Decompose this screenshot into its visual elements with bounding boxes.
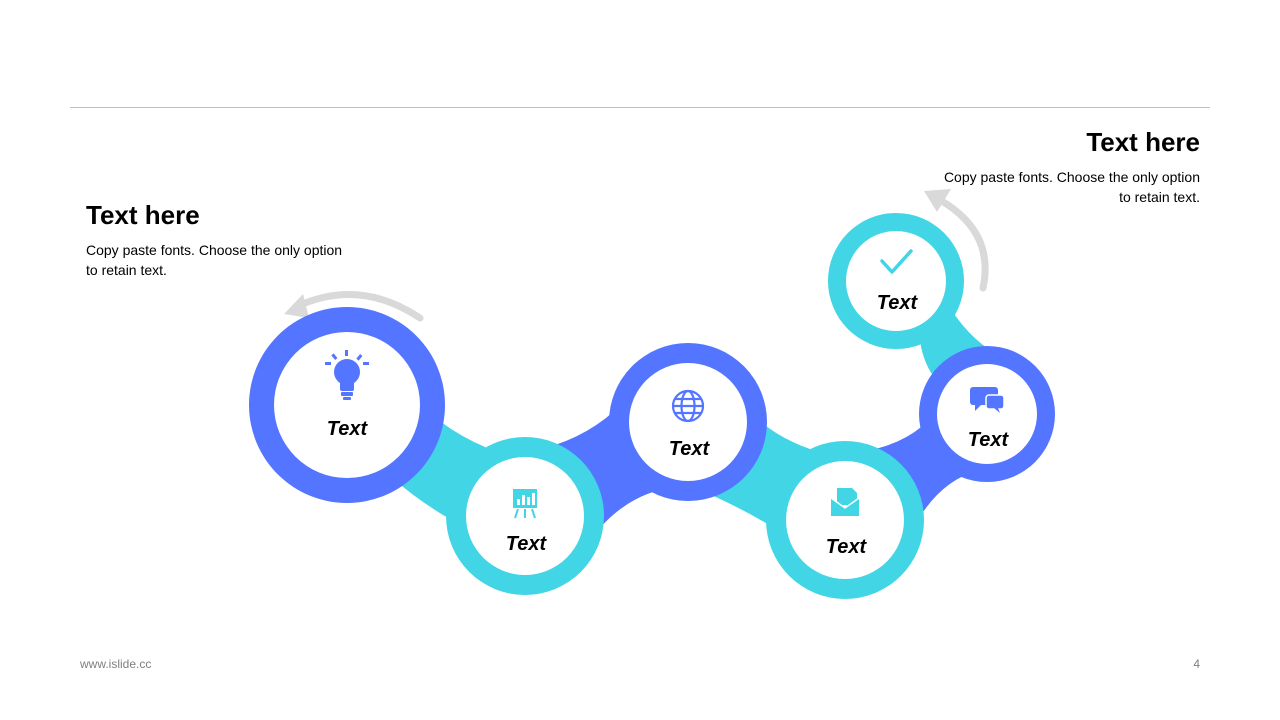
left-curved-arrow [284,290,424,322]
left-body-line2: to retain text. [86,262,167,278]
left-title: Text here [86,200,200,230]
footer-url: www.islide.cc [80,657,152,671]
node-6-center [846,231,946,331]
node-4-label: Text [826,536,868,558]
top-divider [70,107,1210,108]
left-text-block: Text here Copy paste fonts. Choose the o… [86,200,376,280]
mail-open-icon [830,488,860,516]
node-6: Text [828,213,964,349]
node-4-center [786,461,904,579]
page-number: 4 [1193,657,1200,671]
node-3: Text [609,343,767,501]
chat-bubbles-icon [970,387,1005,413]
node-5-label: Text [968,429,1010,451]
node-2: Text [446,437,604,595]
right-body: Copy paste fonts. Choose the only option… [900,167,1200,207]
node-5-center [937,364,1037,464]
node-1-center [274,332,420,478]
left-body-line1: Copy paste fonts. Choose the only option [86,242,343,258]
left-body: Copy paste fonts. Choose the only option… [86,240,376,280]
checkmark-icon [880,249,913,274]
node-1-label: Text [327,418,369,440]
right-body-line2: to retain text. [1119,189,1200,205]
globe-icon [671,389,705,423]
right-title: Text here [1086,127,1200,157]
node-5: Text [919,346,1055,482]
right-curved-arrow [924,189,989,292]
right-body-line1: Copy paste fonts. Choose the only option [943,169,1200,185]
node-2-label: Text [506,533,548,555]
node-1: Text [249,307,445,503]
lightbulb-icon [325,350,369,400]
node-6-label: Text [877,292,919,314]
presentation-chart-icon [513,489,537,519]
node-4: Text [766,441,924,599]
right-text-block: Text here Copy paste fonts. Choose the o… [900,127,1200,207]
node-3-label: Text [669,438,711,460]
